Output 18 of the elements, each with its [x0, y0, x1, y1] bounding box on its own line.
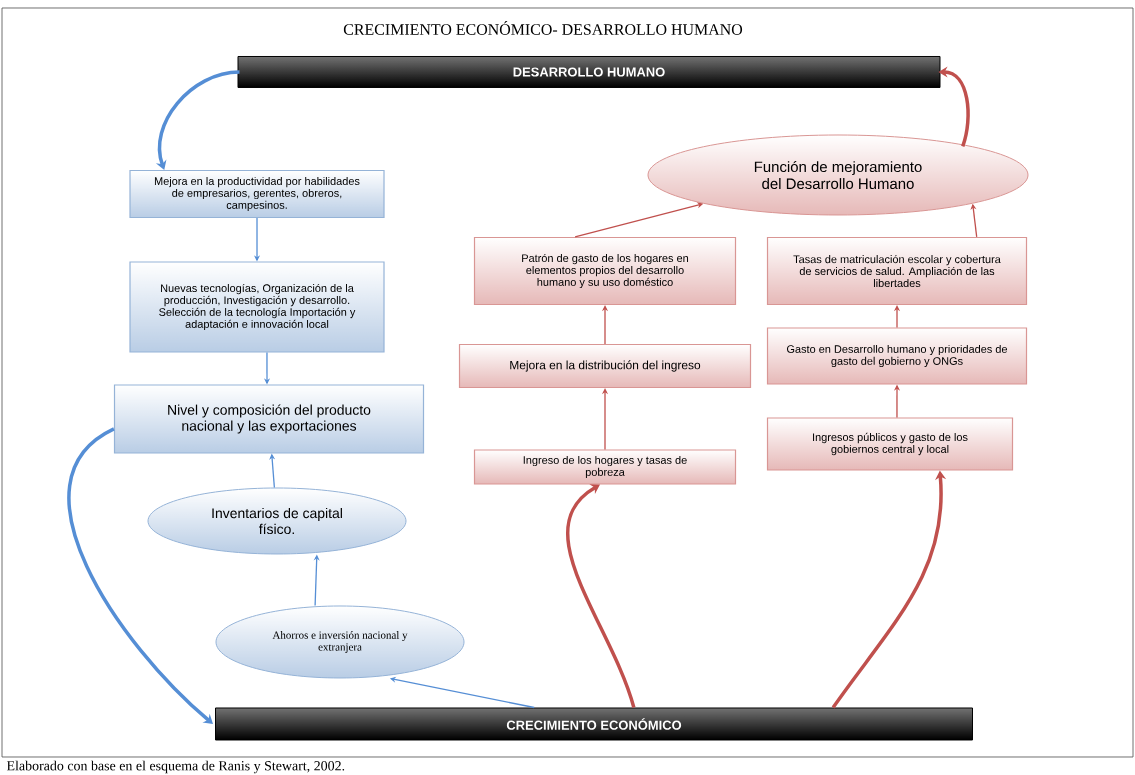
- arrow: [67, 427, 213, 724]
- process-box: Gasto en Desarrollo humano y prioridades de gasto del gobierno y ONGs: [766, 327, 1028, 385]
- ellipse-node: Función de mejoramiento del Desarrollo Humano: [647, 134, 1029, 216]
- process-box: Patrón de gasto de los hogares en elementos propios del desarrollo humano y su uso doméstico: [473, 236, 737, 306]
- process-box: Nivel y composición del producto nacional y las exportaciones: [113, 384, 425, 454]
- process-box: Nuevas tecnologías, Organización de la producción, Investigación y desarrollo. Selección de la tecnología Importación y adaptación e innovación local: [129, 261, 385, 353]
- banner-bar: CRECIMIENTO ECONÓMICO: [215, 707, 973, 741]
- ellipse-node: Ahorros e inversión nacional y extranjera: [215, 605, 465, 679]
- process-box: Mejora en la productividad por habilidades de empresarios, gerentes, obreros, campesinos.: [129, 169, 385, 219]
- process-box: Tasas de matriculación escolar y cobertura de servicios de salud. Ampliación de las libertades: [766, 236, 1028, 306]
- process-box: Mejora en la distribución del ingreso: [458, 343, 752, 389]
- banner-bar: DESARROLLO HUMANO: [237, 56, 941, 88]
- caption: Elaborado con base en el esquema de Ranis y Stewart, 2002.: [6, 760, 345, 774]
- arrow: [566, 484, 636, 709]
- title: CRECIMIENTO ECONÓMICO- DESARROLLO HUMANO: [343, 21, 743, 35]
- process-box: Ingreso de los hogares y tasas de pobreza: [473, 449, 737, 485]
- ellipse-node: Inventarios de capital físico.: [147, 487, 407, 555]
- process-box: Ingresos públicos y gasto de los gobiernos central y local: [766, 417, 1014, 471]
